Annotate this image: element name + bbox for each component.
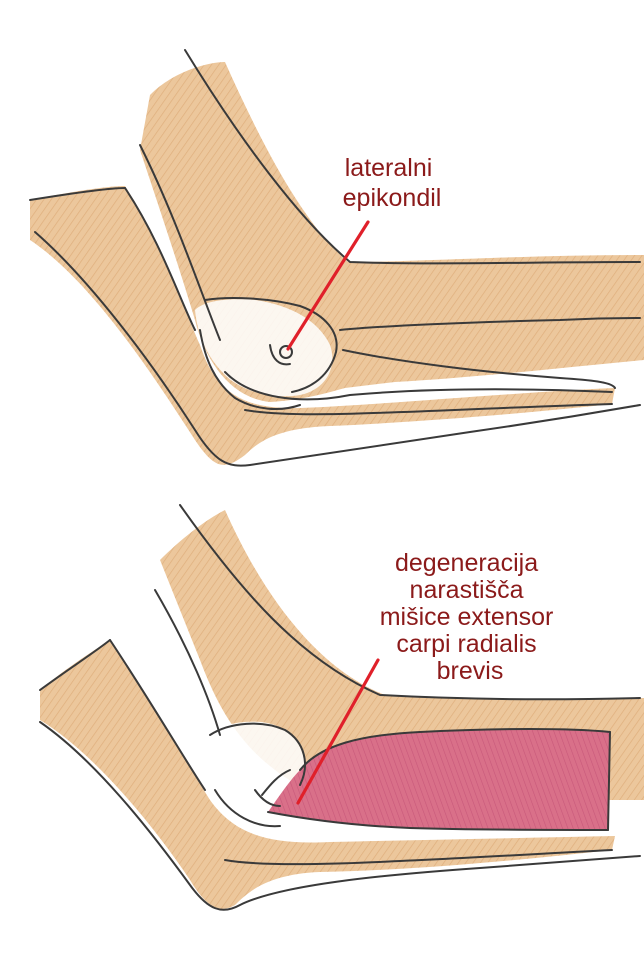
top-elbow-drawing: lateralni epikondil xyxy=(30,50,644,466)
top-label-line-2: epikondil xyxy=(343,184,442,212)
bottom-elbow-drawing: degeneracija narastišča mišice extensor … xyxy=(40,505,644,910)
bottom-label-line-4: carpi radialis xyxy=(396,630,536,658)
bottom-label-line-2: narastišča xyxy=(410,576,524,604)
top-label-line-1: lateralni xyxy=(345,154,433,182)
bottom-label-line-1: degeneracija xyxy=(395,549,538,577)
bottom-label-line-5: brevis xyxy=(437,657,504,685)
top-label: lateralni epikondil xyxy=(343,154,442,212)
bottom-label: degeneracija narastišča mišice extensor … xyxy=(380,549,561,685)
bottom-label-line-3: mišice extensor xyxy=(380,603,554,631)
